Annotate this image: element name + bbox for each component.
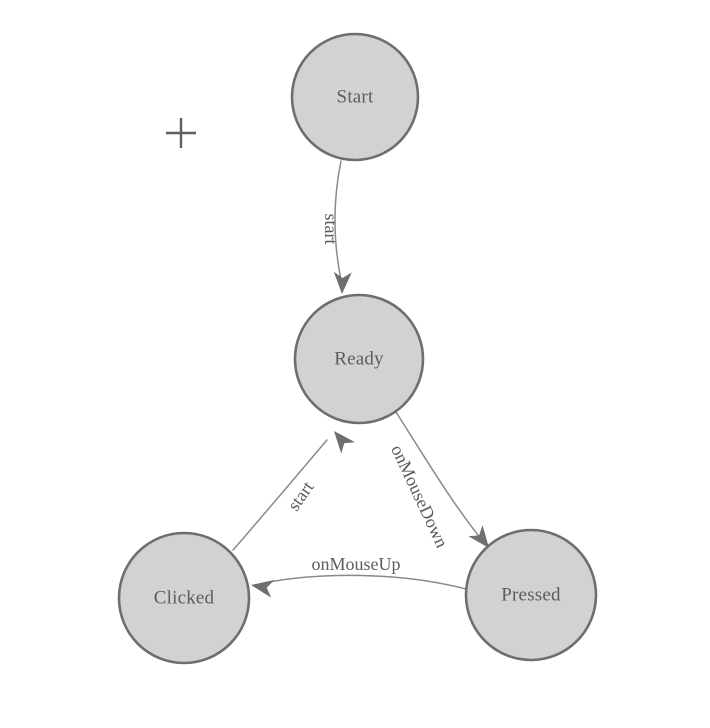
edge-pressed-to-clicked[interactable] (249, 574, 467, 598)
node-circle-pressed[interactable] (464, 528, 598, 662)
arrowhead-start-to-ready (333, 271, 352, 294)
node-label-start: Start (337, 86, 374, 107)
node-start[interactable]: Start (290, 32, 420, 162)
crosshair-marker (166, 118, 196, 148)
arrowhead-pressed-to-clicked (251, 579, 275, 598)
node-circle-clicked[interactable] (117, 531, 251, 665)
node-clicked[interactable]: Clicked (117, 531, 251, 665)
arrowhead-clicked-to-ready (334, 431, 356, 454)
node-label-ready: Ready (334, 348, 384, 369)
edges-layer (232, 160, 496, 598)
edge-label-start-to-ready: start (321, 214, 341, 245)
node-circle-ready[interactable] (293, 293, 425, 425)
edge-line-start-to-ready (334, 160, 342, 281)
edge-label-pressed-to-clicked: onMouseUp (312, 554, 401, 574)
node-label-pressed: Pressed (501, 584, 561, 605)
edge-line-clicked-to-ready (232, 439, 328, 551)
edge-ready-to-pressed[interactable] (395, 411, 496, 554)
edge-line-pressed-to-clicked (263, 574, 467, 590)
node-label-clicked: Clicked (154, 587, 215, 608)
edge-clicked-to-ready[interactable] (232, 425, 356, 551)
node-ready[interactable]: Ready (293, 293, 425, 425)
node-pressed[interactable]: Pressed (464, 528, 598, 662)
edge-label-ready-to-pressed: onMouseDown (387, 442, 452, 551)
edge-start-to-ready[interactable] (333, 160, 352, 294)
arrowhead-ready-to-pressed (468, 525, 489, 548)
edge-line-ready-to-pressed (395, 411, 483, 541)
edge-label-clicked-to-ready: start (283, 477, 317, 514)
node-circle-start[interactable] (290, 32, 420, 162)
